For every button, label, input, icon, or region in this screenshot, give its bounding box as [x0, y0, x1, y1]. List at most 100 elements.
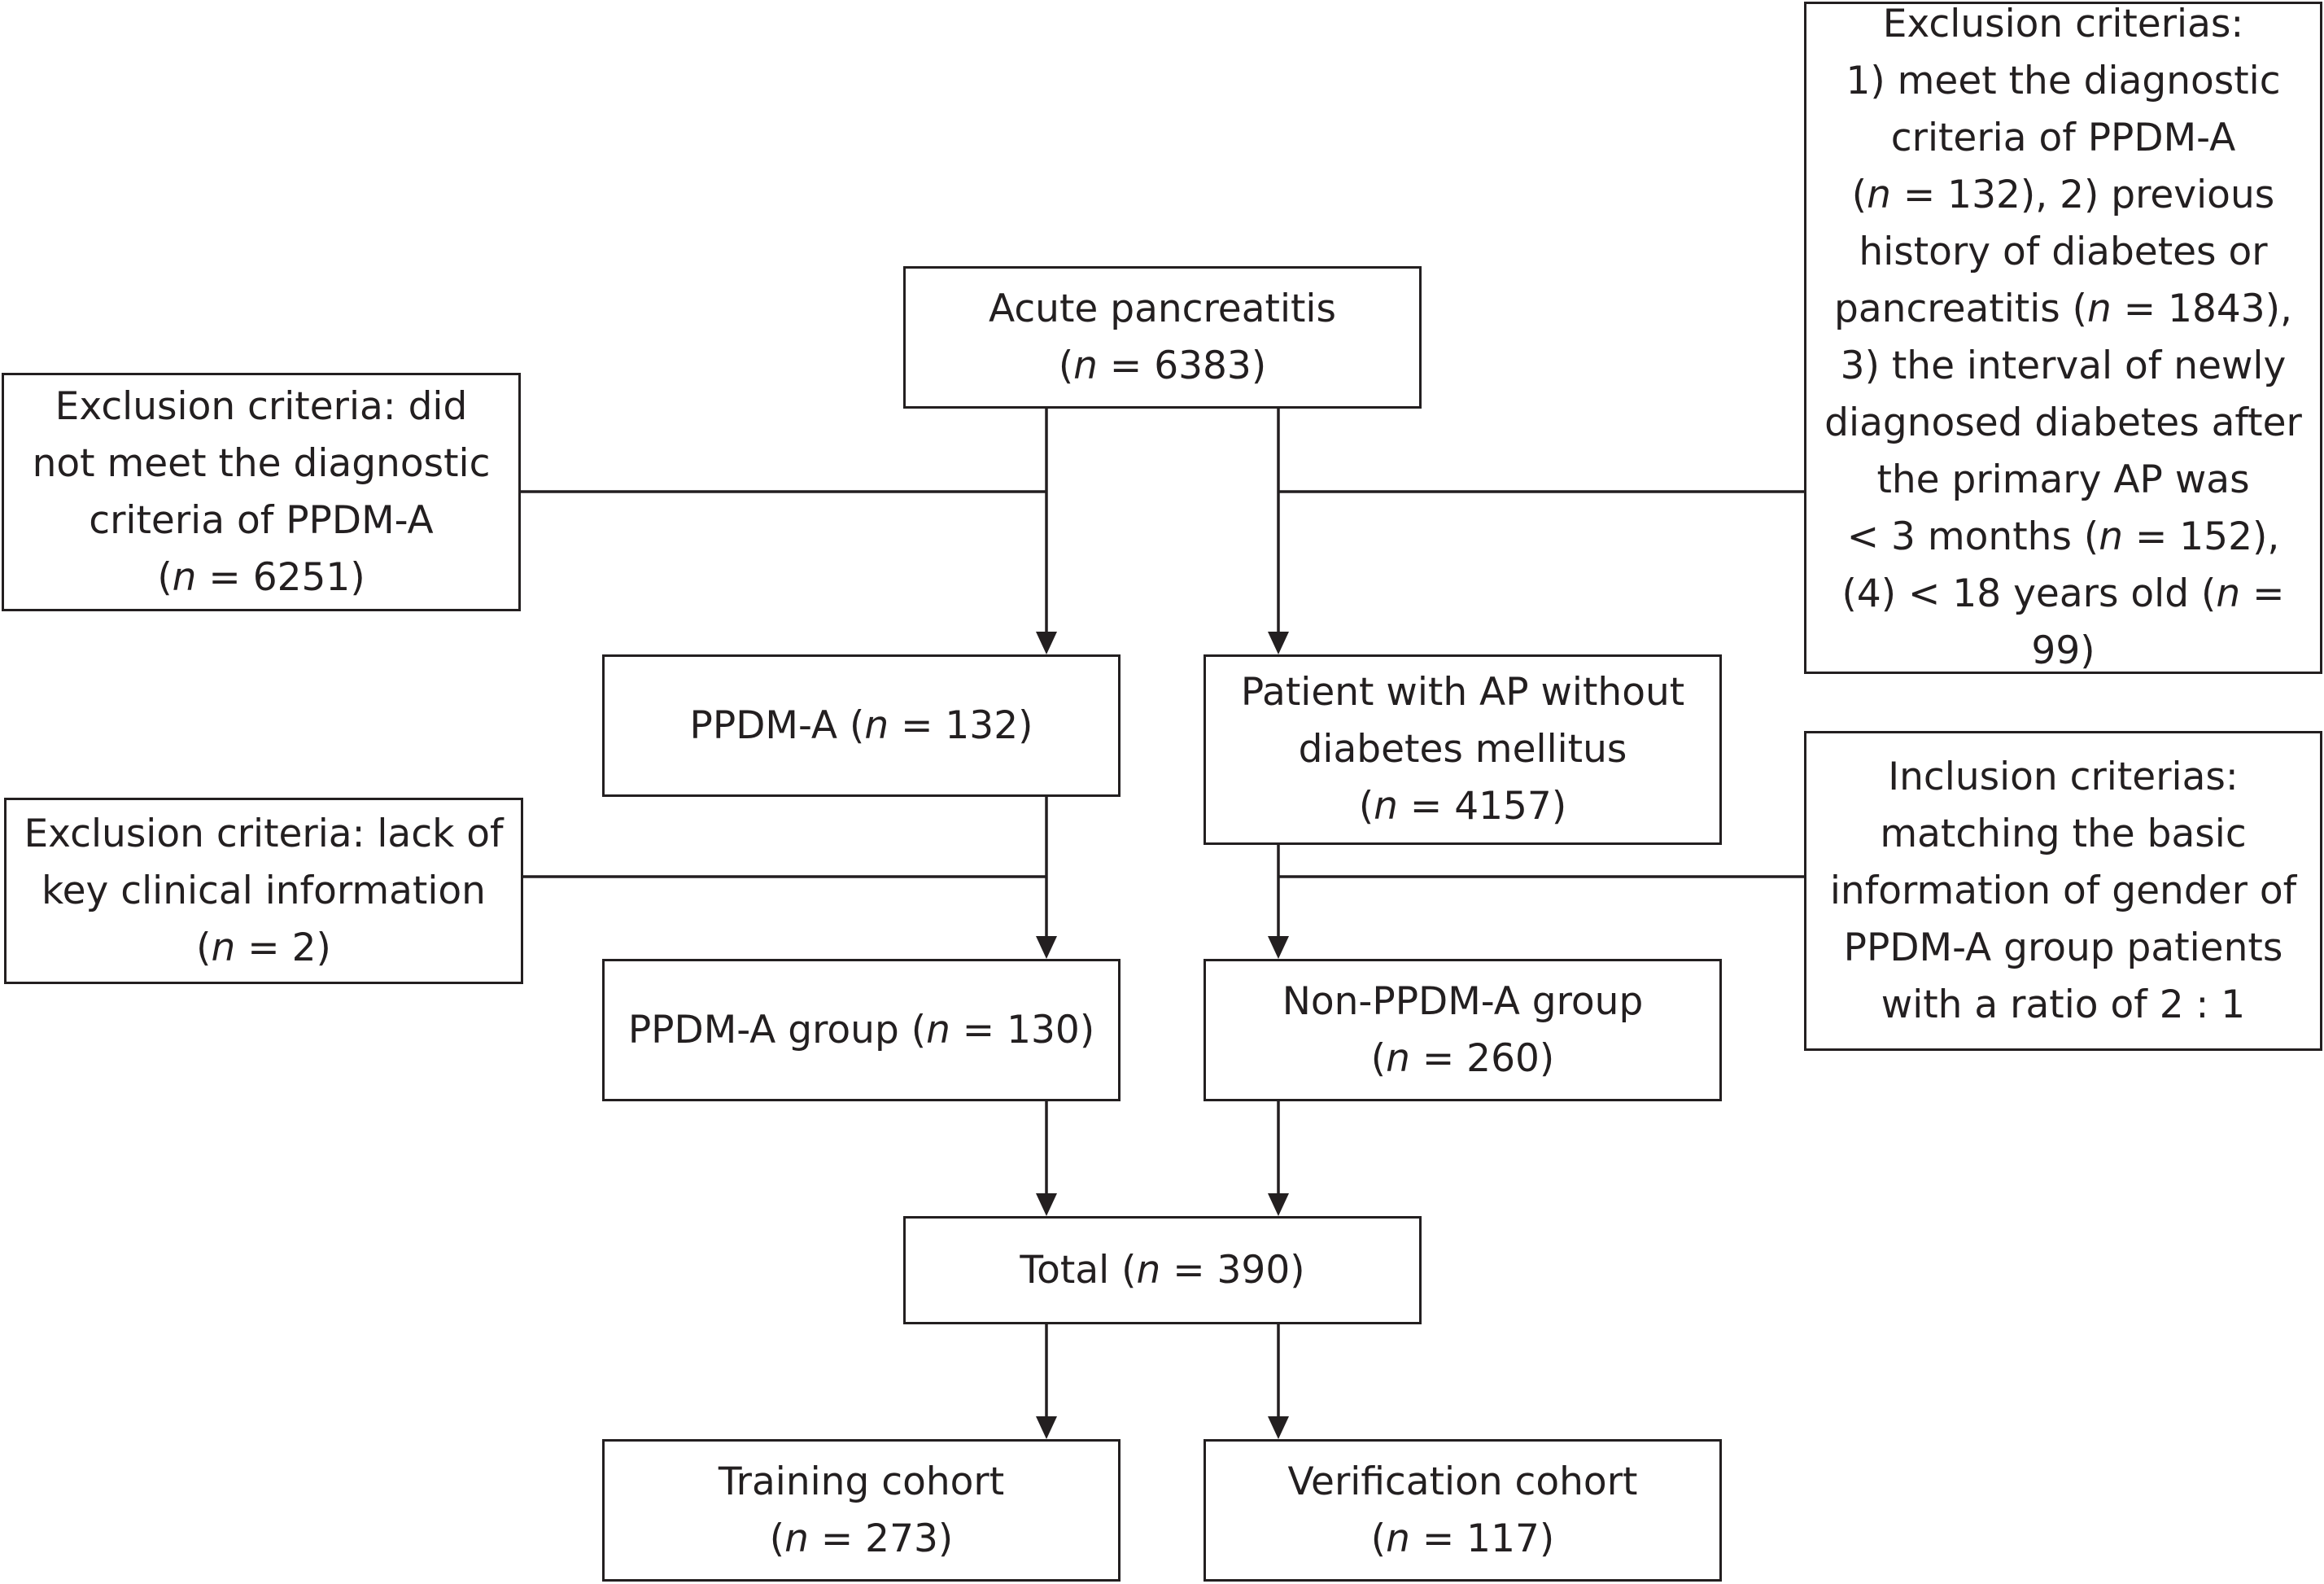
line-text-suffix: = 152),	[2123, 514, 2280, 559]
line-text-prefix: (	[196, 925, 212, 970]
box-text: Exclusion criteria: did not meet the diag…	[33, 378, 491, 606]
box-text: PPDM-A (n = 132)	[690, 698, 1033, 755]
box-text-line: Exclusion criterias:	[1806, 0, 2320, 53]
line-text-prefix: (	[1370, 1516, 1387, 1561]
box-text-line: (n = 6383)	[989, 338, 1336, 395]
line-text-suffix: = 132)	[889, 702, 1033, 748]
box-text-line: (4) < 18 years old (n = 99)	[1806, 566, 2320, 680]
arrowhead-to-non-ppdm-group	[1268, 936, 1289, 959]
box-text-line: Non-PPDM-A group	[1282, 974, 1644, 1030]
box-text-line: not meet the diagnostic	[33, 435, 491, 492]
box-text-line: information of gender of	[1830, 863, 2296, 920]
sample-size-symbol: n	[1386, 1516, 1410, 1561]
box-text-line: key clinical information	[24, 863, 503, 920]
arrowhead-left-to-total	[1036, 1193, 1057, 1216]
line-text: Verification cohort	[1287, 1459, 1638, 1504]
line-text: criteria of PPDM-A	[89, 497, 434, 543]
line-text-suffix: = 390)	[1160, 1247, 1305, 1293]
line-text-prefix: (	[1058, 343, 1074, 388]
box-text-line: 3) the interval of newly	[1806, 338, 2320, 395]
box-text-line: Exclusion criteria: did	[33, 378, 491, 435]
line-text: criteria of PPDM-A	[1890, 116, 2236, 160]
sample-size-symbol: n	[864, 702, 889, 748]
line-text: Training cohort	[718, 1459, 1005, 1504]
line-text-suffix: = 2)	[235, 925, 331, 970]
arrowhead-to-patient-ap	[1268, 632, 1289, 654]
box-text: Verification cohort (n = 117)	[1288, 1454, 1638, 1568]
line-text-prefix: (	[769, 1516, 785, 1561]
box-text-line: Exclusion criteria: lack of	[24, 806, 503, 863]
box-text-line: PPDM-A group patients	[1830, 920, 2296, 977]
box-text-line: Inclusion criterias:	[1830, 749, 2296, 806]
line-text: information of gender of	[1829, 868, 2297, 913]
sample-size-symbol: n	[2216, 571, 2241, 616]
box-text-line: PPDM-A (n = 132)	[690, 698, 1033, 755]
line-text-suffix: = 4157)	[1397, 784, 1567, 829]
line-text-suffix: = 132), 2) previous	[1890, 173, 2275, 217]
box-text-line: 1) meet the diagnostic	[1806, 53, 2320, 110]
box-text-line: Verification cohort	[1288, 1454, 1638, 1511]
line-text-prefix: (	[1370, 1035, 1387, 1081]
box-text: PPDM-A group (n = 130)	[628, 1002, 1094, 1059]
sample-size-symbol: n	[211, 925, 236, 970]
box-text-line: Acute pancreatitis	[989, 281, 1336, 338]
box-text-line: criteria of PPDM-A	[1806, 110, 2320, 167]
sample-size-symbol: n	[2087, 287, 2112, 331]
box-text: Patient with AP without diabetes mellitus…	[1241, 664, 1684, 835]
box-patient-ap-without-dm: Patient with AP without diabetes mellitus…	[1204, 654, 1722, 845]
sample-size-symbol: n	[2099, 514, 2124, 559]
arrowhead-to-ppdm-a	[1036, 632, 1057, 654]
box-ppdm-a-group: PPDM-A group (n = 130)	[602, 959, 1120, 1101]
box-text: Inclusion criterias: matching the basic in…	[1830, 749, 2296, 1034]
box-text-line: (n = 2)	[24, 920, 503, 977]
box-acute-pancreatitis: Acute pancreatitis(n = 6383)	[903, 266, 1422, 409]
box-text-line: (n = 132), 2) previous	[1806, 167, 2320, 224]
box-text-line: (n = 117)	[1288, 1511, 1638, 1568]
box-text-line: diagnosed diabetes after	[1806, 395, 2320, 452]
box-text-line: PPDM-A group (n = 130)	[628, 1002, 1094, 1059]
line-text: Exclusion criteria: lack of	[24, 811, 504, 856]
line-text: the primary AP was	[1876, 457, 2250, 502]
line-text-prefix: Total (	[1020, 1247, 1137, 1293]
box-text-line: Patient with AP without	[1241, 664, 1684, 721]
sample-size-symbol: n	[1374, 784, 1398, 829]
box-verification-cohort: Verification cohort (n = 117)	[1204, 1439, 1722, 1582]
line-text: PPDM-A group patients	[1843, 925, 2283, 970]
line-text: not meet the diagnostic	[32, 440, 491, 486]
line-text: history of diabetes or	[1859, 230, 2268, 274]
line-text: 1) meet the diagnostic	[1846, 59, 2281, 103]
line-text: matching the basic	[1880, 811, 2247, 856]
box-text-line: (n = 6251)	[33, 549, 491, 606]
line-text: Inclusion criterias:	[1888, 754, 2239, 799]
arrowhead-to-training	[1036, 1416, 1057, 1439]
line-text: diabetes mellitus	[1298, 727, 1627, 772]
sample-size-symbol: n	[1136, 1247, 1161, 1293]
box-ppdm-a: PPDM-A (n = 132)	[602, 654, 1120, 797]
line-text-prefix: (4) < 18 years old (	[1841, 571, 2217, 616]
box-text: Exclusion criteria: lack of key clinical …	[24, 806, 503, 977]
box-text-line: matching the basic	[1830, 806, 2296, 863]
box-text-line: the primary AP was	[1806, 452, 2320, 509]
box-text: Total (n = 390)	[1020, 1242, 1304, 1299]
box-text-line: diabetes mellitus	[1241, 721, 1684, 778]
box-exclusion-criterias: Exclusion criterias: 1) meet the diagnost…	[1804, 2, 2322, 674]
sample-size-symbol: n	[926, 1007, 950, 1052]
arrowhead-to-verification	[1268, 1416, 1289, 1439]
box-text-line: Total (n = 390)	[1020, 1242, 1304, 1299]
line-text-prefix: PPDM-A group (	[627, 1007, 927, 1052]
sample-size-symbol: n	[784, 1516, 809, 1561]
sample-size-symbol: n	[172, 554, 197, 600]
arrowhead-right-to-total	[1268, 1193, 1289, 1216]
line-text-prefix: (	[1851, 173, 1868, 217]
box-text-line: (n = 260)	[1282, 1030, 1644, 1087]
line-text: key clinical information	[42, 868, 486, 913]
line-text-suffix: = 130)	[950, 1007, 1095, 1052]
box-text-line: (n = 273)	[719, 1511, 1004, 1568]
sample-size-symbol: n	[1073, 343, 1098, 388]
box-text: Training cohort (n = 273)	[719, 1454, 1004, 1568]
box-text-line: (n = 4157)	[1241, 778, 1684, 835]
line-text: 3) the interval of newly	[1840, 343, 2287, 388]
line-text: Non-PPDM-A group	[1282, 978, 1644, 1024]
